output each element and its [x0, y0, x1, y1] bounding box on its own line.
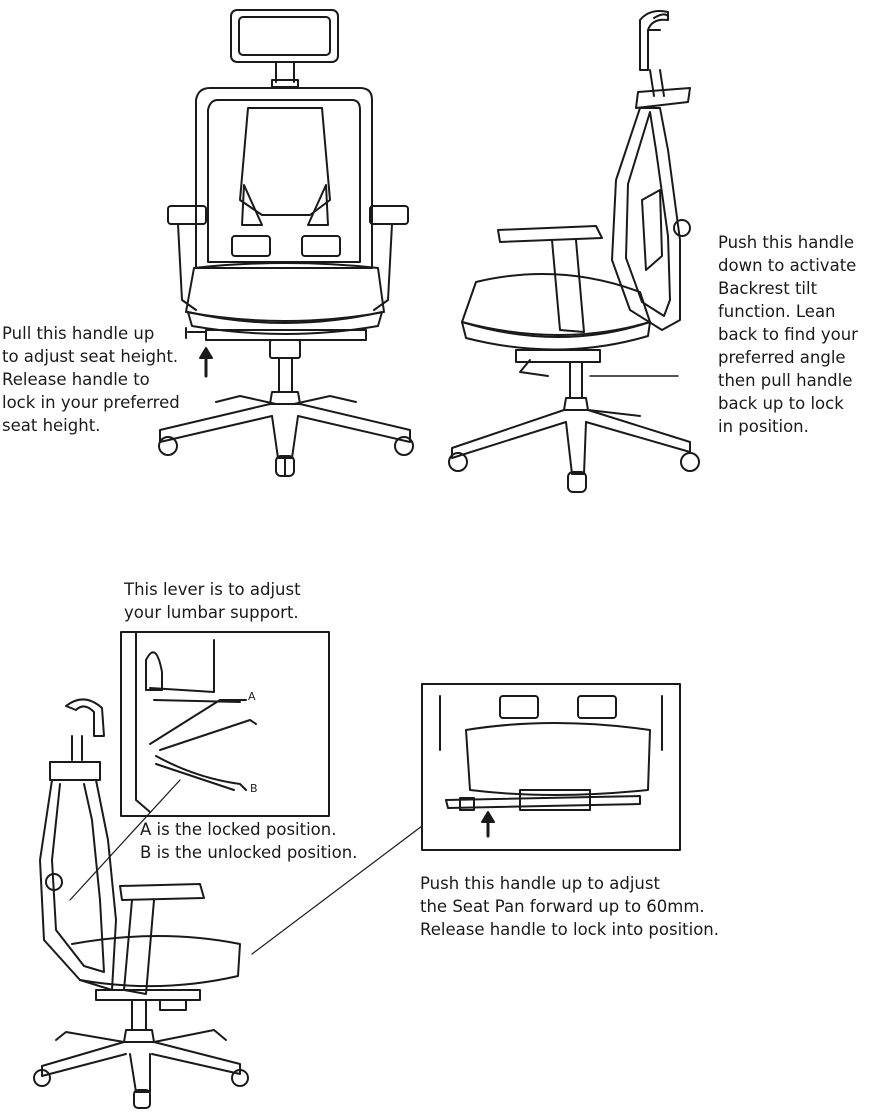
seat-pan-detail-inset — [421, 683, 681, 851]
lumbar-lever-instruction: This lever is to adjust your lumbar supp… — [124, 580, 301, 622]
chair-side-view — [448, 10, 700, 493]
chair-front-view — [158, 9, 414, 477]
chair-three-quarter-view — [33, 698, 249, 1109]
lever-label-a: A — [248, 690, 256, 703]
lumbar-positions-instruction: A is the locked position. B is the unloc… — [140, 820, 358, 862]
seat-pan-instruction: Push this handle up to adjust the Seat P… — [420, 874, 720, 939]
seat-height-instruction: Pull this handle up to adjust seat heigh… — [2, 324, 180, 435]
leader-lines — [69, 779, 423, 955]
backrest-tilt-instruction: Push this handle down to activate Backre… — [718, 233, 858, 436]
lever-label-b: B — [250, 782, 258, 795]
lumbar-detail-inset: A B — [120, 631, 330, 817]
